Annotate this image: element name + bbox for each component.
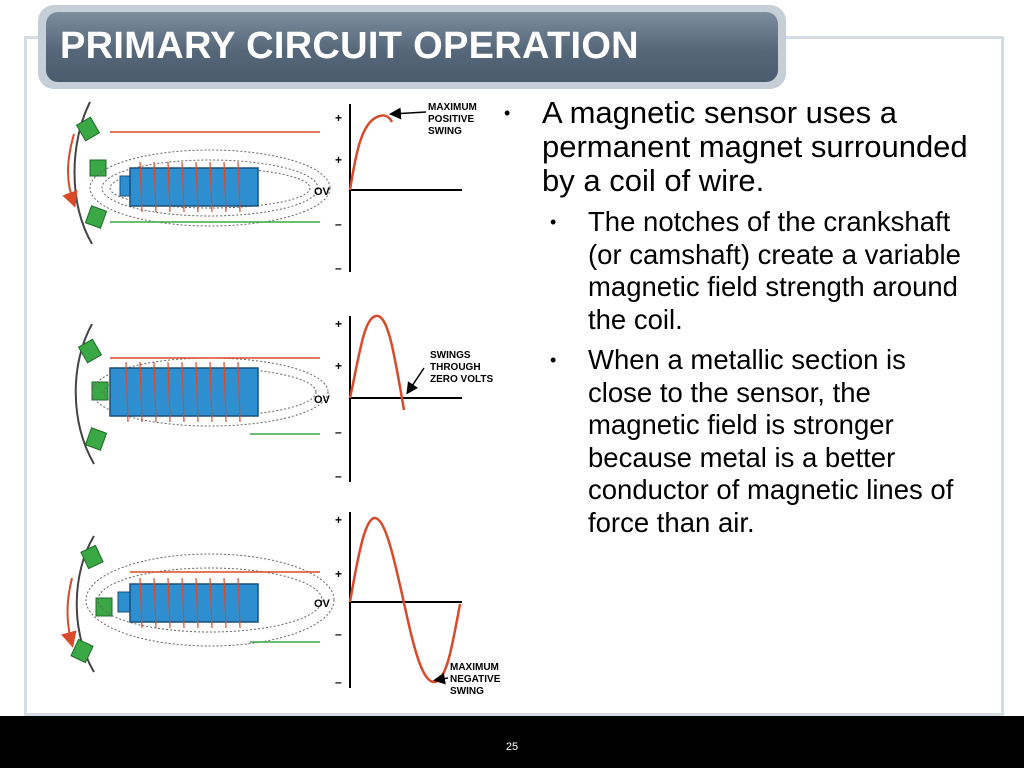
axis-plus: +: [335, 111, 342, 125]
callout-line-3: SWING: [450, 686, 484, 697]
callout-line-2: THROUGH: [430, 362, 481, 373]
slide-frame: [24, 36, 1004, 716]
callout-line-3: ZERO VOLTS: [430, 374, 493, 385]
bullet-marker: •: [504, 103, 511, 123]
reluctor-wheel: [74, 323, 109, 465]
reluctor-wheel: [61, 535, 113, 673]
sub-bullet-text: When a metallic section is close to the …: [588, 344, 954, 538]
sensor-coil: [129, 167, 259, 207]
coil-windings: [139, 577, 241, 629]
callout-line-1: MAXIMUM: [450, 662, 499, 673]
main-bullet-text: A magnetic sensor uses a permanent magne…: [542, 95, 968, 198]
axis-minus-2: –: [335, 469, 342, 483]
main-bullet: • A magnetic sensor uses a permanent mag…: [500, 96, 970, 198]
coil-windings: [125, 361, 241, 423]
sensor-diagram: + + OV – – MAXIMUM POSITIVE SWING: [30, 92, 520, 712]
panel-1: + + OV – – MAXIMUM POSITIVE SWING: [62, 101, 477, 275]
axis-plus-2: +: [335, 567, 342, 581]
bullet-marker: •: [550, 350, 557, 370]
sub-bullet: • When a metallic section is close to th…: [500, 344, 970, 539]
axis-minus: –: [335, 425, 342, 439]
voltage-waveform: [348, 516, 462, 684]
panel-2: + + OV – – SWINGS THROUGH ZERO VOLTS: [74, 314, 493, 483]
magnetic-field-lines: [85, 553, 335, 647]
axis-plus: +: [335, 513, 342, 527]
callout-line-3: SWING: [428, 126, 462, 137]
axis-zero-volts: OV: [314, 394, 331, 406]
sensor-diagram-svg: + + OV – – MAXIMUM POSITIVE SWING: [61, 101, 501, 697]
callout-line-1: SWINGS: [430, 350, 471, 361]
voltage-graph: + + OV – – MAXIMUM NEGATIVE SWING: [314, 512, 501, 697]
panel-3: + + OV – – MAXIMUM NEGATIVE SWING: [61, 512, 501, 697]
voltage-graph: + + OV – – MAXIMUM POSITIVE SWING: [314, 102, 477, 275]
axis-minus-2: –: [335, 675, 342, 689]
voltage-waveform: [348, 314, 406, 411]
axis-zero-volts: OV: [314, 598, 331, 610]
magnetic-field-lines: [89, 149, 331, 227]
slide-title: PRIMARY CIRCUIT OPERATION: [60, 25, 639, 67]
footer-bar: [0, 716, 1024, 768]
axis-minus-2: –: [335, 261, 342, 275]
voltage-graph: + + OV – – SWINGS THROUGH ZERO VOLTS: [314, 314, 493, 483]
axis-minus: –: [335, 217, 342, 231]
page-number: 25: [505, 741, 519, 753]
callout-line-2: NEGATIVE: [450, 674, 501, 685]
axis-plus-2: +: [335, 359, 342, 373]
callout-line-2: POSITIVE: [428, 114, 474, 125]
bullet-list: • A magnetic sensor uses a permanent mag…: [500, 96, 970, 539]
title-bar-inner: [46, 12, 778, 82]
axis-minus: –: [335, 627, 342, 641]
sub-bullet: • The notches of the crankshaft (or cams…: [500, 206, 970, 336]
axis-zero-volts: OV: [314, 186, 331, 198]
sensor-coil: [129, 583, 259, 623]
axis-plus: +: [335, 317, 342, 331]
bullet-marker: •: [550, 212, 557, 232]
sub-bullet-text: The notches of the crankshaft (or camsha…: [588, 206, 961, 335]
callout-line-1: MAXIMUM: [428, 102, 477, 113]
voltage-waveform: [348, 114, 394, 191]
axis-plus-2: +: [335, 153, 342, 167]
coil-windings: [139, 161, 241, 213]
reluctor-wheel: [62, 101, 108, 245]
